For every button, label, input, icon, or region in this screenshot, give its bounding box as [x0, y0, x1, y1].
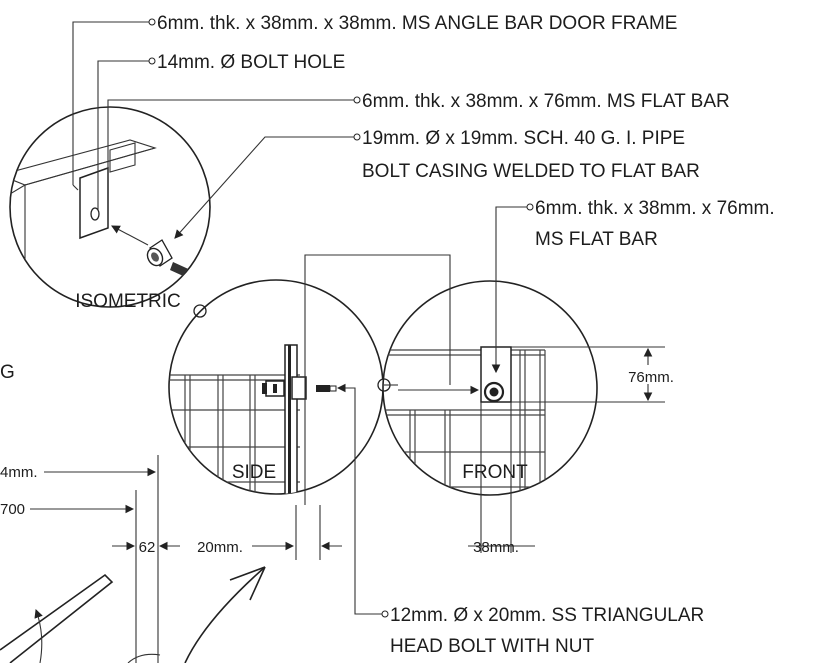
dim-4mm-label: 4mm.	[0, 464, 38, 481]
side-detail: SIDE	[168, 279, 391, 495]
side-flat-bar	[291, 376, 307, 400]
callout-bolt-line1: 12mm. Ø x 20mm. SS TRIANGULAR	[390, 605, 704, 626]
front-detail: FRONT 76mm. 38mm.	[382, 206, 674, 556]
isometric-label: ISOMETRIC	[75, 291, 181, 312]
side-bolt	[316, 385, 330, 392]
callout-flat-bar-right-line2: MS FLAT BAR	[535, 229, 658, 250]
callout-flat-bar: 6mm. thk. x 38mm. x 76mm. MS FLAT BAR	[362, 91, 730, 112]
callout-pipe-line2: BOLT CASING WELDED TO FLAT BAR	[362, 161, 700, 182]
isometric-bolt	[170, 262, 205, 284]
partial-label-g: G	[0, 362, 15, 383]
side-label: SIDE	[232, 462, 276, 483]
leader-pipe	[174, 136, 355, 239]
callout-pipe-line1: 19mm. Ø x 19mm. SCH. 40 G. I. PIPE	[362, 128, 685, 149]
leader-bolt-hole	[97, 60, 150, 210]
isometric-pipe-casing	[146, 239, 173, 267]
dim-38-label: 38mm.	[473, 539, 519, 556]
callout-flat-bar-right-line1: 6mm. thk. x 38mm. x 76mm.	[535, 198, 775, 219]
leader-angle-bar	[72, 21, 150, 185]
door-leaf	[0, 573, 114, 663]
bolt-hole	[90, 207, 100, 221]
front-circle	[382, 280, 598, 496]
dim-62-label: 62	[139, 539, 156, 556]
isometric-detail: ISOMETRIC	[9, 21, 355, 318]
isometric-circle	[9, 106, 211, 308]
dim-20-label: 20mm.	[197, 539, 243, 556]
front-label: FRONT	[462, 462, 528, 483]
leader-flat-bar	[107, 99, 355, 180]
callout-bolt-line2: HEAD BOLT WITH NUT	[390, 636, 594, 657]
dim-76-label: 76mm.	[628, 369, 674, 386]
callout-bolt-hole: 14mm. Ø BOLT HOLE	[157, 52, 345, 73]
callout-angle-bar: 6mm. thk. x 38mm. x 38mm. MS ANGLE BAR D…	[157, 13, 677, 34]
leader-bolt	[352, 387, 382, 615]
isometric-flat-bar	[79, 166, 109, 240]
view-link-line	[304, 254, 451, 505]
angle-bar-top	[10, 139, 157, 186]
leader-flat-bar-right	[495, 206, 528, 352]
swing-arrow	[184, 566, 266, 663]
left-dimensions: G 4mm. 700 62 20mm.	[0, 362, 342, 663]
dimension-76: 76mm.	[511, 346, 674, 403]
dim-700-label: 700	[0, 501, 25, 518]
dimension-38: 38mm.	[468, 402, 535, 556]
